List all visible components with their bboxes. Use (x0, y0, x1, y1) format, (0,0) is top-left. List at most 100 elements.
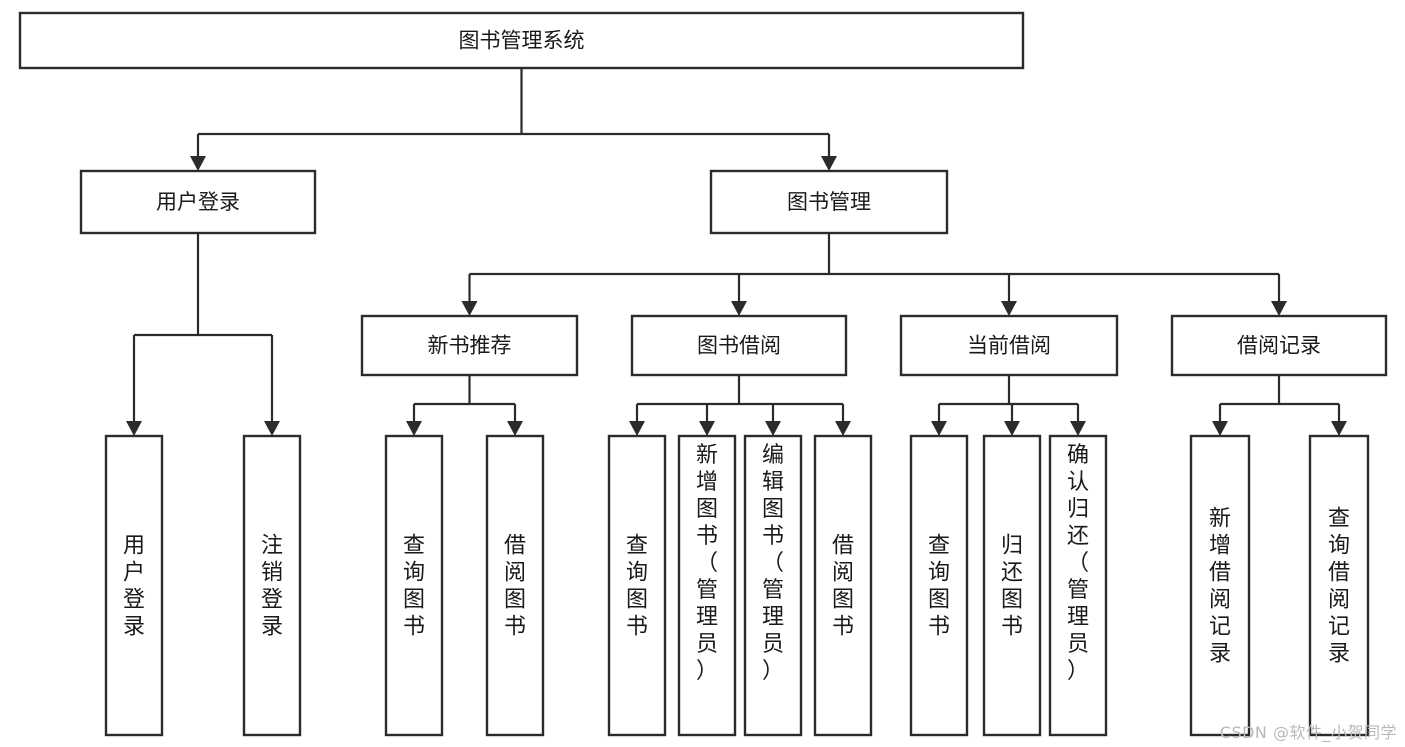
node-leaf-bb-add-label-char: （ (696, 551, 718, 576)
node-leaf-bb-query-label-char: 图 (626, 588, 648, 613)
node-current-borrow[interactable]: 当前借阅 (899, 314, 1119, 377)
node-leaf-br-add-label-char: 新 (1209, 507, 1231, 532)
node-leaf-br-query-label-char: 借 (1328, 561, 1350, 586)
node-leaf-br-add-label-char: 增 (1209, 534, 1231, 559)
bookborrow-to-leaves-arrow-1 (699, 404, 715, 436)
bookmanage-to-level3-arrow-2 (1001, 274, 1017, 316)
node-leaf-cb-return-label-char: 归 (1001, 534, 1023, 559)
watermark-text: CSDN @软件_小贺同学 (1219, 723, 1397, 742)
node-leaf-br-add-label-char: 阅 (1209, 588, 1231, 613)
node-leaf-bb-add-label-char: ） (696, 659, 718, 684)
node-leaf-bb-edit-label-char: 管 (762, 578, 784, 603)
node-leaf-cb-confirm-label-char: 还 (1067, 524, 1089, 549)
node-leaf-br-query-label-char: 记 (1328, 615, 1350, 640)
bookmanage-to-level3-arrow-1 (731, 274, 747, 316)
node-leaf-cb-query-label-char: 图 (928, 588, 950, 613)
node-leaf-user-login-label-char: 登 (123, 588, 145, 613)
bookborrow-to-leaves-arrow-2 (765, 404, 781, 436)
node-leaf-cb-return-label-char: 图 (1001, 588, 1023, 613)
node-leaf-nbr-borrow-label-char: 图 (504, 588, 526, 613)
node-leaf-bb-borrow-label-char: 阅 (832, 561, 854, 586)
node-leaf-user-logout-label-char: 录 (261, 615, 283, 640)
node-leaf-user-login[interactable]: 用户登录 (104, 434, 164, 737)
node-leaf-bb-add-label-char: 理 (696, 605, 718, 630)
node-leaf-cb-confirm-label-char: 理 (1067, 605, 1089, 630)
node-leaf-nbr-borrow-label-char: 借 (504, 534, 526, 559)
node-leaf-br-add-label-char: 录 (1209, 642, 1231, 667)
node-leaf-bb-edit-label-char: 书 (762, 524, 784, 549)
bookmanage-to-level3-arrow-0 (461, 274, 478, 316)
node-leaf-bb-edit-label-char: 理 (762, 605, 784, 630)
bookborrow-to-leaves-arrow-0 (629, 404, 645, 436)
node-book-management[interactable]: 图书管理 (709, 169, 949, 235)
node-leaf-cb-confirm-label-char: ） (1067, 659, 1089, 684)
node-current-borrow-label: 当前借阅 (967, 334, 1051, 358)
node-leaf-br-query-label-char: 询 (1328, 534, 1350, 559)
node-leaf-bb-edit-label-char: 编 (762, 443, 784, 468)
node-leaf-user-logout-label-char: 注 (261, 534, 283, 559)
node-leaf-bb-add-label-char: 图 (696, 497, 718, 522)
node-leaf-nbr-borrow-label-char: 阅 (504, 561, 526, 586)
node-leaf-cb-return-label-char: 还 (1001, 561, 1023, 586)
currentborrow-to-leaves-arrow-1 (1004, 404, 1020, 436)
node-leaf-bb-query-label-char: 查 (626, 534, 648, 559)
nodes-layer: 图书管理系统用户登录图书管理新书推荐图书借阅当前借阅借阅记录用户登录注销登录查询… (18, 11, 1388, 737)
node-new-book-recommend[interactable]: 新书推荐 (360, 314, 579, 377)
node-book-borrow[interactable]: 图书借阅 (630, 314, 848, 377)
node-borrow-record[interactable]: 借阅记录 (1170, 314, 1388, 377)
node-leaf-cb-return-label-char: 书 (1001, 615, 1023, 640)
bookmanage-to-level3-arrow-3 (1271, 274, 1287, 316)
node-leaf-bb-edit-label-char: 图 (762, 497, 784, 522)
node-leaf-bb-edit-label-char: （ (762, 551, 784, 576)
node-leaf-cb-confirm-label-char: 员 (1067, 632, 1089, 657)
node-leaf-nbr-query-label-char: 询 (403, 561, 425, 586)
userlogin-to-leaves-arrow-1 (264, 335, 280, 436)
node-leaf-user-logout-label-char: 登 (261, 588, 283, 613)
node-root-book-management-system[interactable]: 图书管理系统 (18, 11, 1025, 70)
node-borrow-record-label: 借阅记录 (1237, 334, 1321, 358)
node-leaf-bb-query-label-char: 书 (626, 615, 648, 640)
borrowrecord-to-leaves-arrow-1 (1331, 404, 1347, 436)
currentborrow-to-leaves-arrow-0 (931, 404, 947, 436)
node-leaf-user-login-label-char: 录 (123, 615, 145, 640)
node-leaf-bb-query-label-char: 询 (626, 561, 648, 586)
node-leaf-cb-confirm-label-char: 认 (1067, 470, 1089, 495)
borrowrecord-to-leaves-arrow-0 (1212, 404, 1228, 436)
node-book-borrow-label: 图书借阅 (697, 334, 781, 358)
node-leaf-nbr-query-label-char: 查 (403, 534, 425, 559)
currentborrow-to-leaves-arrow-2 (1070, 404, 1086, 436)
root-to-level2-arrow-1 (821, 134, 837, 171)
node-user-login-label: 用户登录 (156, 190, 240, 214)
node-leaf-br-query-label-char: 阅 (1328, 588, 1350, 613)
node-leaf-bb-edit-label-char: 辑 (762, 470, 784, 495)
node-leaf-cb-confirm-label-char: 归 (1067, 497, 1089, 522)
userlogin-to-leaves-arrow-0 (126, 335, 142, 436)
node-leaf-cb-query-label-char: 书 (928, 615, 950, 640)
node-new-book-recommend-label: 新书推荐 (428, 334, 512, 358)
node-leaf-bb-add-label-char: 新 (696, 443, 718, 468)
node-leaf-bb-edit-label-char: 员 (762, 632, 784, 657)
root-to-level2-arrow-0 (190, 134, 206, 171)
node-leaf-user-logout-label-char: 销 (261, 561, 283, 586)
node-user-login[interactable]: 用户登录 (79, 169, 317, 235)
node-leaf-nbr-borrow-label-char: 书 (504, 615, 526, 640)
node-leaf-cb-query-label-char: 询 (928, 561, 950, 586)
node-leaf-nbr-query-label-char: 书 (403, 615, 425, 640)
edges-layer (126, 68, 1347, 436)
newbook-to-leaves-arrow-1 (507, 404, 523, 436)
node-leaf-bb-add-label-char: 增 (696, 470, 718, 495)
